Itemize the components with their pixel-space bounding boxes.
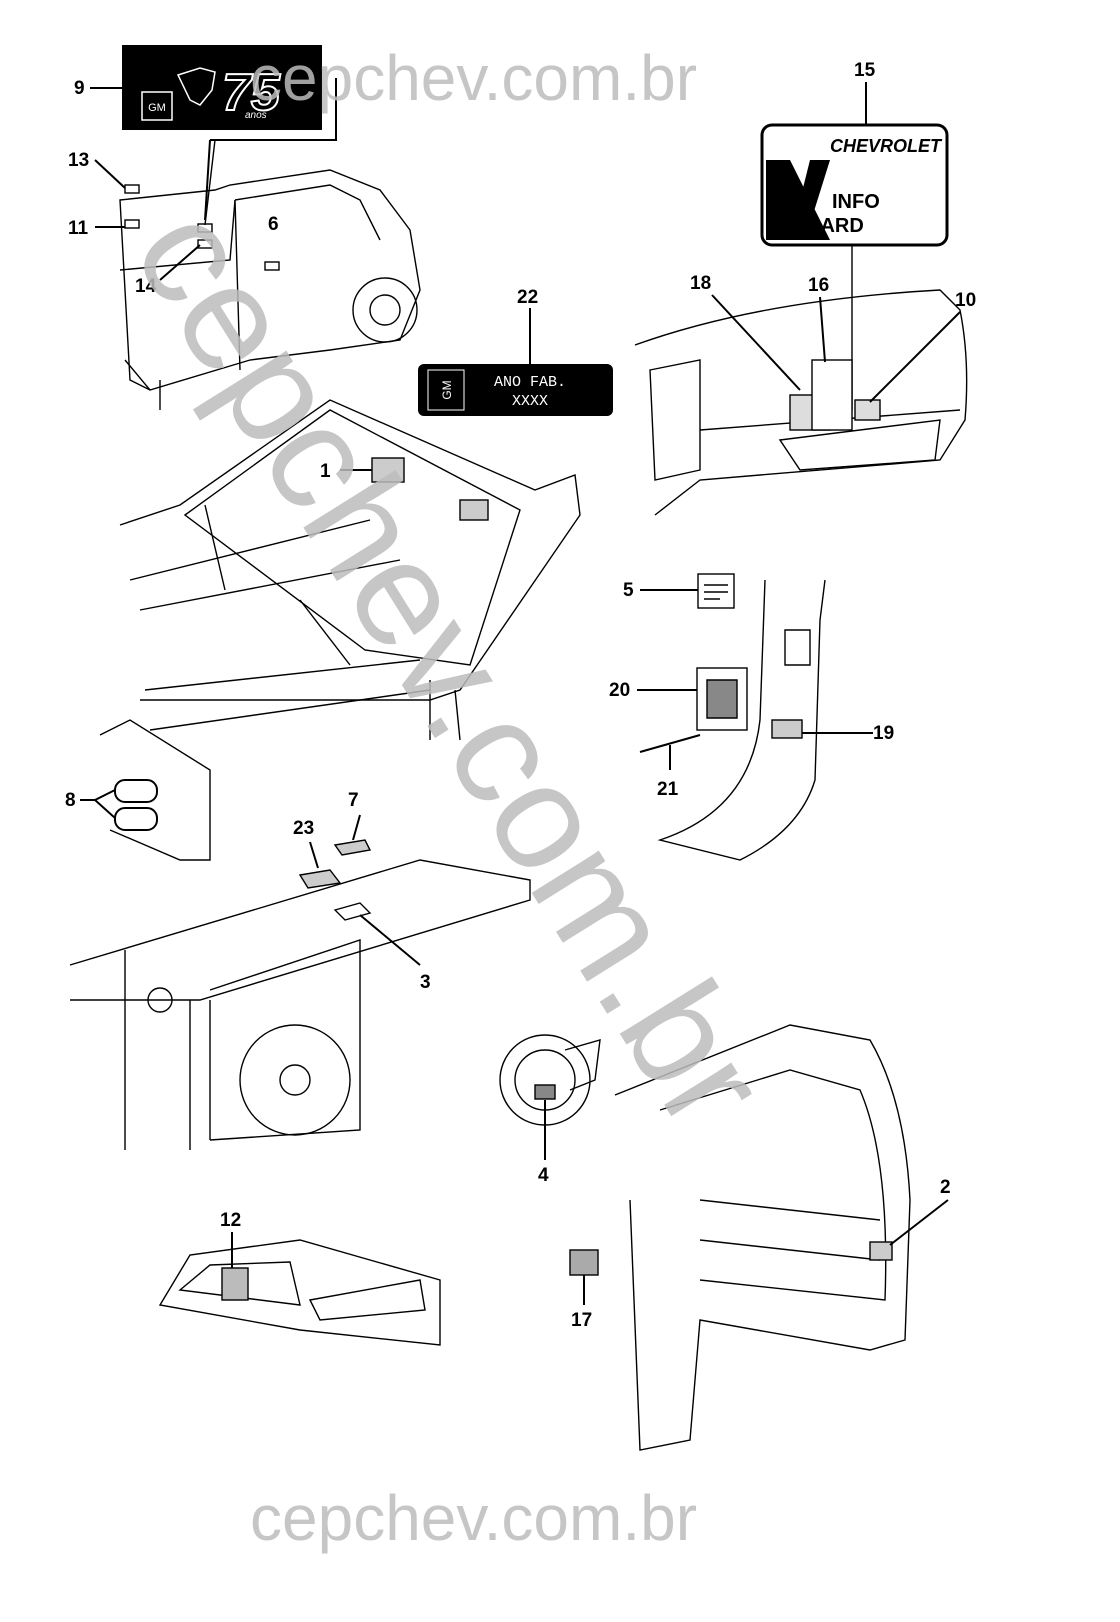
callout-4: 4 xyxy=(538,1165,549,1186)
svg-text:75: 75 xyxy=(222,64,281,122)
year-plate: GM ANO FAB. XXXX xyxy=(418,364,613,416)
windshield-illustration xyxy=(119,399,581,741)
pickup-truck-illustration xyxy=(119,169,421,410)
watermark-diagonal: cepchev.com.br xyxy=(103,178,801,1155)
callout-15: 15 xyxy=(854,60,876,81)
callout-5: 5 xyxy=(623,580,634,601)
callout-21: 21 xyxy=(657,779,679,800)
callout-13: 13 xyxy=(68,150,89,171)
callout-18: 18 xyxy=(690,273,711,294)
callout-23: 23 xyxy=(293,818,314,839)
watermark-bottom: cepchev.com.br xyxy=(250,1482,697,1554)
callout-10: 10 xyxy=(955,290,976,311)
headliner-illustration xyxy=(158,1239,441,1346)
callout-14: 14 xyxy=(135,276,157,297)
callout-7: 7 xyxy=(348,790,359,811)
callout-12: 12 xyxy=(220,1210,241,1231)
callout-9: 9 xyxy=(74,78,85,99)
callout-6: 6 xyxy=(268,214,279,235)
svg-text:INFO: INFO xyxy=(832,191,880,213)
callout-16: 16 xyxy=(808,275,829,296)
callout-20: 20 xyxy=(609,680,630,701)
callout-1: 1 xyxy=(320,461,331,482)
watermark-top: cepchev.com.br xyxy=(250,42,697,114)
svg-text:anos: anos xyxy=(245,110,267,121)
callout-labels: 1 2 3 4 5 6 7 8 9 10 11 12 13 14 15 16 1… xyxy=(65,60,976,1331)
svg-text:ANO FAB.: ANO FAB. xyxy=(494,374,566,391)
svg-text:CHEVROLET: CHEVROLET xyxy=(830,136,943,156)
svg-text:XXXX: XXXX xyxy=(512,393,548,410)
callout-3: 3 xyxy=(420,972,431,993)
fuel-door-illustration xyxy=(499,1034,601,1126)
callout-19: 19 xyxy=(873,723,894,744)
callout-2: 2 xyxy=(940,1177,951,1198)
svg-text:CARD: CARD xyxy=(806,215,864,237)
svg-text:GM: GM xyxy=(148,102,166,114)
callout-22: 22 xyxy=(517,287,538,308)
callout-11: 11 xyxy=(68,218,89,239)
radiator-support-illustration xyxy=(69,839,531,1150)
dashboard-illustration xyxy=(634,289,968,516)
callout-8: 8 xyxy=(65,790,76,811)
door-pillar-illustration xyxy=(639,573,826,861)
switch-illustration xyxy=(99,719,211,861)
callout-17: 17 xyxy=(571,1310,592,1331)
cab-side-illustration xyxy=(569,1024,911,1451)
svg-text:GM: GM xyxy=(440,380,454,399)
anniversary-badge: GM 75 anos xyxy=(122,45,322,130)
info-card: CHEVROLET INFO CARD xyxy=(760,123,949,247)
